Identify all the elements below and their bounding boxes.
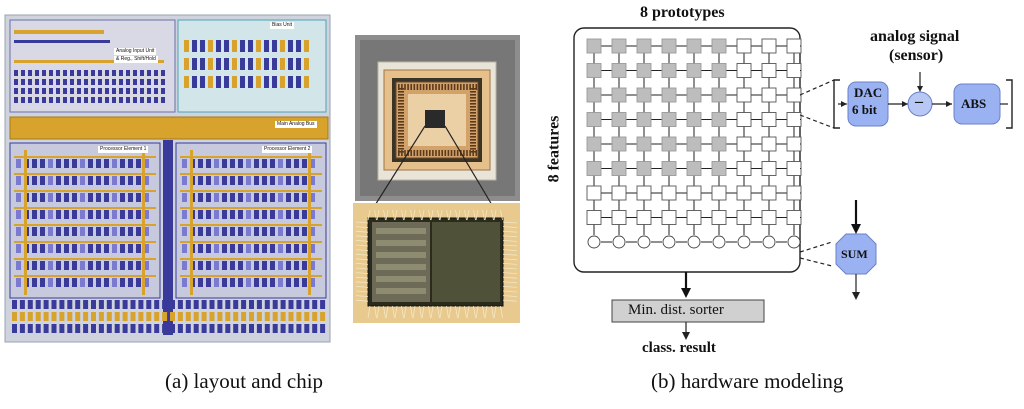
dac-label-line1: DAC — [854, 85, 883, 100]
processor-element-2-block — [175, 142, 327, 299]
vertical-bus — [163, 140, 173, 335]
abs-label: ABS — [961, 96, 987, 111]
main-analog-bus — [9, 116, 329, 140]
label-sensor: (sensor) — [889, 47, 944, 64]
class-result-label: class. result — [642, 340, 716, 356]
caption-left: (a) layout and chip — [165, 369, 324, 393]
min-dist-sorter — [611, 299, 765, 323]
label-main-analog-bus: Main Analog Bus — [275, 121, 317, 128]
label-processor-element-2: Processor Element 2 — [262, 146, 313, 153]
label-processor-element-1: Processor Element 1 — [98, 146, 149, 153]
sum-node — [835, 233, 877, 275]
label-analog-input-sub: & Reg., Shift/Hold — [114, 56, 158, 63]
minus-symbol: – — [915, 93, 923, 110]
caption-right: (b) hardware modeling — [651, 369, 844, 393]
processor-element-1-block — [9, 142, 161, 299]
dac-label-line2: 6 bit — [852, 102, 877, 117]
analog-input-block — [9, 19, 176, 113]
sorter-label: Min. dist. sorter — [628, 302, 724, 318]
label-features: 8 features — [545, 115, 563, 183]
sum-label: SUM — [841, 247, 868, 261]
label-analog-input-unit: Analog Input Unit — [114, 48, 157, 55]
label-analog-signal: analog signal — [870, 28, 960, 45]
label-prototypes: 8 prototypes — [640, 4, 725, 21]
label-bias-unit: Bias Unit — [270, 22, 295, 29]
